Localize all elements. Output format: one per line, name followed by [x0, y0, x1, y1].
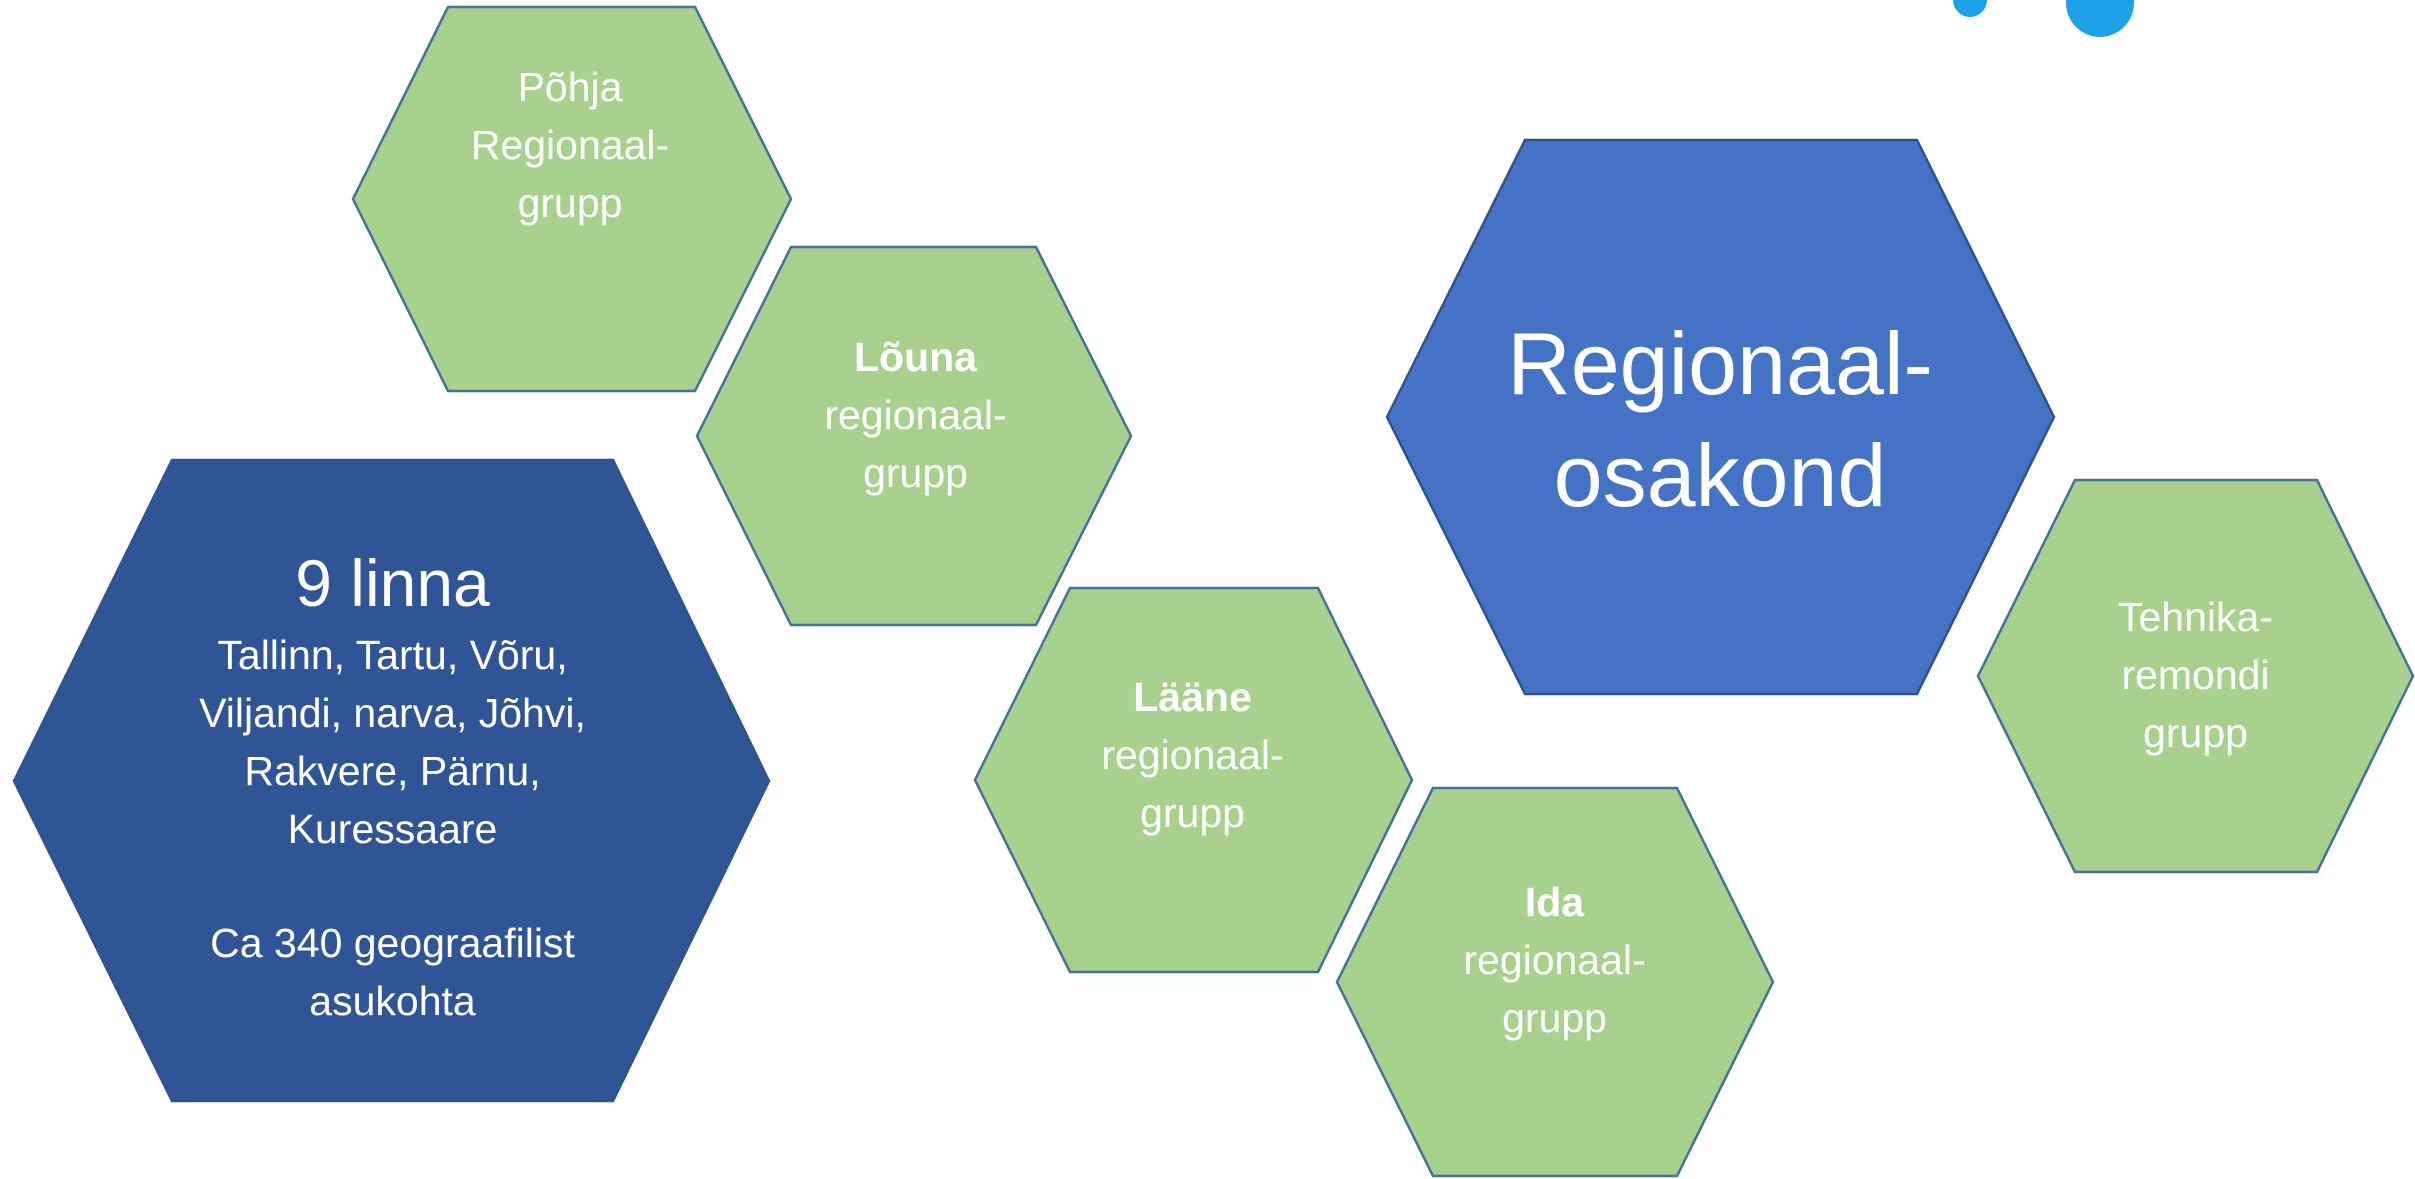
label-linnad: 9 linna Tallinn, Tartu, Võru, Viljandi, …: [120, 540, 665, 1030]
laane-line-1: regionaal-: [1101, 732, 1284, 778]
hex-louna: [695, 245, 1133, 627]
laane-title: Lääne: [1133, 674, 1252, 720]
regional-line-1: Regionaal-: [1507, 314, 1933, 413]
tehnika-line-3: grupp: [2143, 710, 2248, 756]
label-louna: Lõuna regionaal- grupp: [698, 325, 1133, 505]
ida-line-1: regionaal-: [1463, 937, 1646, 983]
louna-title: Lõuna: [854, 334, 977, 380]
regional-line-2: osakond: [1553, 426, 1887, 525]
hex-tehnika: [1976, 478, 2415, 874]
ida-title: Ida: [1524, 879, 1585, 925]
linnad-city-line-2: Viljandi, narva, Jõhvi,: [199, 690, 586, 736]
pohja-line-3: grupp: [517, 180, 623, 226]
linnad-city-line-1: Tallinn, Tartu, Võru,: [217, 632, 568, 678]
hex-regionaalosakond: [1385, 138, 2056, 696]
tehnika-line-1: Tehnika-: [2118, 594, 2273, 640]
hex-pohja: [351, 5, 793, 393]
pohja-line-2: Regionaal-: [470, 122, 670, 168]
hex-linnad: [12, 458, 771, 1103]
linnad-locations-line-1: Ca 340 geograafilist: [210, 920, 575, 966]
louna-line-2: grupp: [863, 450, 968, 496]
hex-laane: [973, 586, 1414, 974]
pohja-line-1: Põhja: [517, 64, 623, 110]
logo-dot-small: [1953, 0, 1987, 17]
label-ida: Ida regionaal- grupp: [1337, 870, 1772, 1050]
linnad-city-line-4: Kuressaare: [287, 806, 498, 852]
tehnika-line-2: remondi: [2121, 652, 2270, 698]
linnad-locations-line-2: asukohta: [309, 978, 476, 1024]
hex-ida: [1335, 786, 1775, 1178]
laane-line-2: grupp: [1140, 790, 1245, 836]
label-laane: Lääne regionaal- grupp: [975, 665, 1410, 845]
label-regionaalosakond: Regionaal- osakond: [1390, 300, 2050, 540]
logo-dot-large: [2066, 0, 2134, 37]
label-pohja: Põhja Regionaal- grupp: [355, 55, 785, 235]
ida-line-2: grupp: [1502, 995, 1607, 1041]
label-tehnika: Tehnika- remondi grupp: [1978, 585, 2413, 765]
linnad-title: 9 linna: [295, 546, 490, 620]
louna-line-1: regionaal-: [824, 392, 1007, 438]
linnad-city-line-3: Rakvere, Pärnu,: [244, 748, 541, 794]
